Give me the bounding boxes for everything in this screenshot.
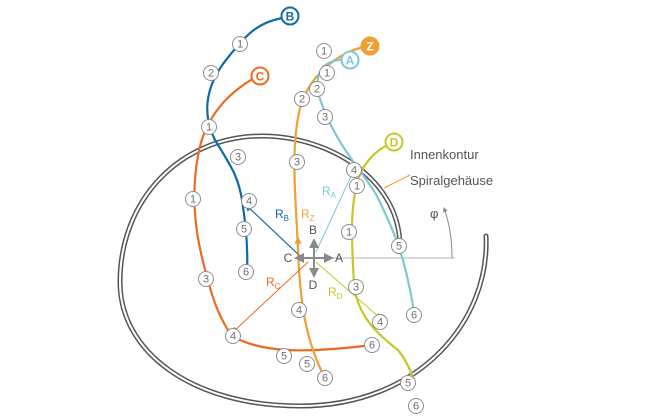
- svg-text:1: 1: [354, 181, 360, 193]
- svg-text:B: B: [286, 10, 295, 24]
- marker-a-7: 6: [406, 307, 422, 323]
- marker-c-5: 6: [364, 337, 380, 353]
- radius-arrows: [232, 170, 381, 333]
- marker-d-3: 3: [348, 279, 364, 295]
- svg-text:5: 5: [281, 351, 287, 363]
- svg-text:C: C: [256, 70, 265, 84]
- svg-text:1: 1: [321, 46, 327, 58]
- svg-text:4: 4: [377, 317, 383, 329]
- svg-text:1: 1: [206, 122, 212, 134]
- marker-b-6: 5: [236, 221, 252, 237]
- svg-text:6: 6: [243, 267, 249, 279]
- svg-text:5: 5: [405, 378, 411, 390]
- svg-text:6: 6: [369, 340, 375, 352]
- marker-d-2: 1: [341, 224, 357, 240]
- endpoint-c: C: [250, 66, 270, 86]
- marker-z-5: 6: [317, 370, 333, 386]
- endpoint-badges: A B C D Z: [250, 6, 404, 152]
- axis-label-c: C: [284, 251, 293, 265]
- svg-text:5: 5: [396, 241, 402, 253]
- svg-text:1: 1: [346, 227, 352, 239]
- marker-d-4: 4: [372, 314, 388, 330]
- marker-b-7: 6: [238, 264, 254, 280]
- svg-text:4: 4: [296, 305, 302, 317]
- marker-a-3: 2: [309, 81, 325, 97]
- marker-a-1: 1: [316, 43, 332, 59]
- radius-label-ra: RA: [322, 184, 337, 200]
- marker-a-2: 1: [319, 65, 335, 81]
- radius-arrow-rb: [244, 204, 301, 257]
- svg-text:1: 1: [324, 68, 330, 80]
- endpoint-b: B: [280, 6, 300, 26]
- svg-text:3: 3: [322, 112, 328, 124]
- svg-text:4: 4: [351, 165, 357, 177]
- axis-label-b: B: [309, 223, 317, 237]
- marker-b-1: 1: [232, 36, 248, 52]
- marker-c-1: 1: [185, 191, 201, 207]
- marker-a-6: 5: [391, 238, 407, 254]
- radius-label-rz: RZ: [301, 207, 315, 223]
- phi-label: φ: [430, 206, 438, 221]
- marker-z-4: 5: [299, 356, 315, 372]
- endpoint-d: D: [384, 132, 404, 152]
- radius-labels: RB RZ RA RC RD: [266, 184, 343, 301]
- radius-label-rd: RD: [328, 285, 343, 301]
- center-cross: [294, 238, 334, 278]
- svg-text:2: 2: [314, 84, 320, 96]
- marker-z-1: 2: [294, 91, 310, 107]
- radius-label-rc: RC: [266, 275, 281, 291]
- svg-text:6: 6: [413, 401, 419, 413]
- svg-text:4: 4: [246, 196, 252, 208]
- svg-text:2: 2: [299, 94, 305, 106]
- marker-a-4: 3: [317, 109, 333, 125]
- svg-text:4: 4: [230, 331, 236, 343]
- endpoint-a: A: [340, 50, 360, 70]
- svg-text:3: 3: [203, 274, 209, 286]
- svg-text:6: 6: [411, 310, 417, 322]
- marker-b-2: 2: [203, 65, 219, 81]
- svg-text:A: A: [346, 54, 355, 68]
- marker-z-3: 4: [291, 302, 307, 318]
- marker-z-2: 3: [289, 154, 305, 170]
- marker-d-5: 5: [400, 375, 416, 391]
- svg-text:3: 3: [353, 282, 359, 294]
- endpoint-z: Z: [360, 36, 380, 56]
- marker-b-5: 4: [241, 193, 257, 209]
- svg-text:3: 3: [294, 157, 300, 169]
- radius-label-rb: RB: [275, 207, 289, 223]
- curve-a: [316, 58, 416, 314]
- marker-c-4: 5: [276, 348, 292, 364]
- radius-arrow-rd: [315, 261, 381, 319]
- callout-leader: [383, 174, 411, 189]
- axis-label-a: A: [335, 251, 343, 265]
- phi-arc: [443, 207, 453, 259]
- svg-text:D: D: [390, 136, 399, 150]
- spiral-housing-label: Spiralgehäuse: [410, 173, 493, 188]
- svg-text:Z: Z: [366, 40, 373, 54]
- axis-label-d: D: [309, 278, 318, 292]
- svg-text:6: 6: [322, 373, 328, 385]
- marker-d-1: 1: [349, 178, 365, 194]
- marker-c-2: 3: [198, 271, 214, 287]
- marker-d-6: 6: [408, 398, 424, 414]
- svg-text:2: 2: [208, 68, 214, 80]
- marker-c-3: 4: [225, 328, 241, 344]
- marker-b-4: 3: [230, 149, 246, 165]
- inner-contour-label: Innenkontur: [410, 147, 479, 162]
- svg-text:1: 1: [190, 194, 196, 206]
- svg-text:3: 3: [235, 152, 241, 164]
- svg-text:5: 5: [304, 359, 310, 371]
- marker-a-5: 4: [346, 162, 362, 178]
- radius-arrow-rc: [232, 261, 309, 333]
- svg-text:5: 5: [241, 224, 247, 236]
- svg-text:1: 1: [237, 39, 243, 51]
- marker-b-3: 1: [201, 119, 217, 135]
- radius-arrow-ra: [315, 170, 354, 253]
